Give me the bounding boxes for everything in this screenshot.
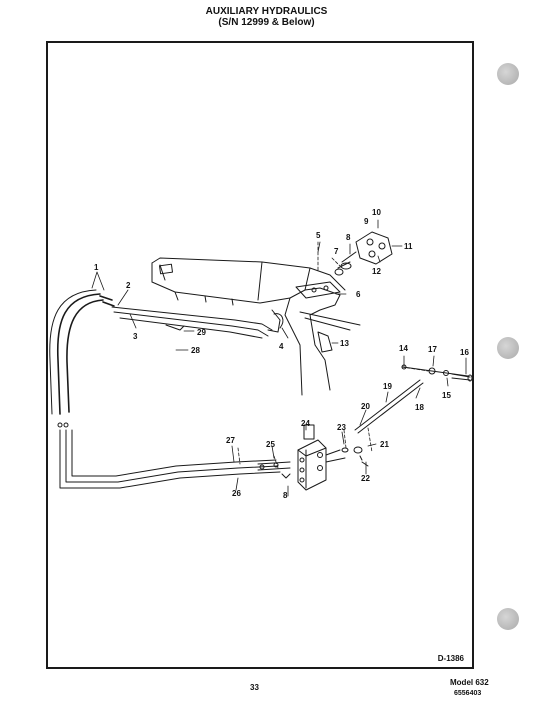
page-number: 33 <box>250 683 259 692</box>
callout-7: 7 <box>334 247 339 256</box>
callout-2: 2 <box>126 281 131 290</box>
diagram-frame: D-1386 <box>46 41 474 669</box>
callout-28: 28 <box>191 346 200 355</box>
callout-13: 13 <box>340 339 349 348</box>
callout-12: 12 <box>372 267 381 276</box>
callout-22: 22 <box>361 474 370 483</box>
tubelines-lower-drawing <box>57 422 281 489</box>
callout-8b: 8 <box>283 491 288 500</box>
binder-hole-middle <box>497 337 519 359</box>
callout-18: 18 <box>415 403 424 412</box>
page-subtitle: (S/N 12999 & Below) <box>218 17 315 28</box>
callout-labels: 1 2 3 4 5 6 7 8 8 9 10 11 12 13 14 15 16… <box>94 208 469 500</box>
callout-16: 16 <box>460 348 469 357</box>
model-label: Model 632 <box>450 678 489 687</box>
leader-lines-drawing <box>237 241 429 469</box>
callout-23: 23 <box>337 423 346 432</box>
diagram-code: D-1386 <box>437 654 464 663</box>
callout-leaders-drawing <box>91 219 467 497</box>
callout-4: 4 <box>279 342 284 351</box>
callout-27: 27 <box>226 436 235 445</box>
callout-29: 29 <box>197 328 206 337</box>
callout-9: 9 <box>364 217 369 226</box>
valve-fittings-drawing <box>257 446 369 479</box>
callout-8a: 8 <box>346 233 351 242</box>
callout-6: 6 <box>356 290 361 299</box>
binder-hole-bottom <box>497 608 519 630</box>
binder-hole-top <box>497 63 519 85</box>
callout-5: 5 <box>316 231 321 240</box>
callout-1: 1 <box>94 263 99 272</box>
callout-15: 15 <box>442 391 451 400</box>
callout-17: 17 <box>428 345 437 354</box>
callout-25: 25 <box>266 440 275 449</box>
callout-20: 20 <box>361 402 370 411</box>
lift-arm-drawing <box>151 257 361 396</box>
hydraulic-hoses-drawing <box>49 289 115 415</box>
page-title: AUXILIARY HYDRAULICS <box>205 6 328 17</box>
callout-26: 26 <box>232 489 241 498</box>
coupler-bracket-drawing <box>295 231 393 299</box>
callout-21: 21 <box>380 440 389 449</box>
part-number: 6556403 <box>454 690 482 697</box>
control-valve-drawing <box>297 424 349 491</box>
callout-11: 11 <box>404 242 413 251</box>
tubelines-upper-drawing <box>111 306 273 339</box>
control-rod-drawing <box>354 364 473 434</box>
callout-10: 10 <box>372 208 381 217</box>
callout-24: 24 <box>301 419 310 428</box>
callout-14: 14 <box>399 344 408 353</box>
callout-19: 19 <box>383 382 392 391</box>
callout-3: 3 <box>133 332 138 341</box>
